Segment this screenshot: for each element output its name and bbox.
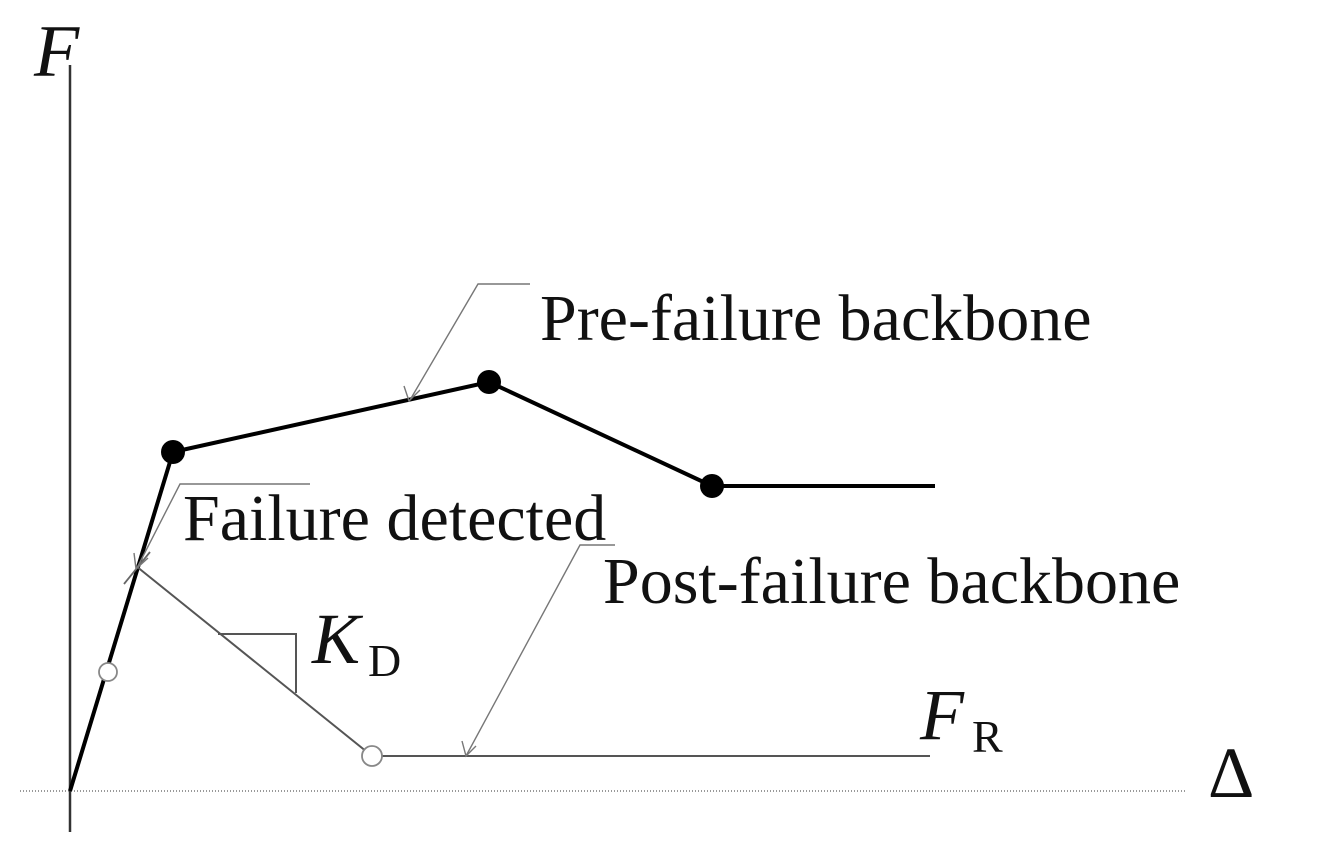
backbone-point-yield: [161, 440, 185, 464]
post-failure-backbone-label: Post-failure backbone: [603, 545, 1180, 618]
failure-detected-label: Failure detected: [183, 482, 606, 555]
backbone-point-capping: [700, 474, 724, 498]
x-axis-label: Δ: [1208, 733, 1254, 813]
y-axis-label: F: [33, 11, 80, 93]
stiffness-subscript: D: [368, 635, 401, 686]
leader-pre-failure: [403, 283, 530, 403]
stiffness-triangle: [218, 633, 297, 693]
open-marker-residual-start: [361, 745, 383, 767]
open-marker-elastic: [98, 662, 118, 682]
pre-failure-backbone-label: Pre-failure backbone: [540, 282, 1092, 355]
residual-force-label: F: [919, 675, 965, 755]
residual-force-subscript: R: [972, 711, 1003, 762]
leader-failure-detected: [133, 483, 310, 571]
leader-post-failure: [461, 544, 615, 758]
backbone-point-peak: [477, 370, 501, 394]
stiffness-label: K: [311, 599, 364, 679]
